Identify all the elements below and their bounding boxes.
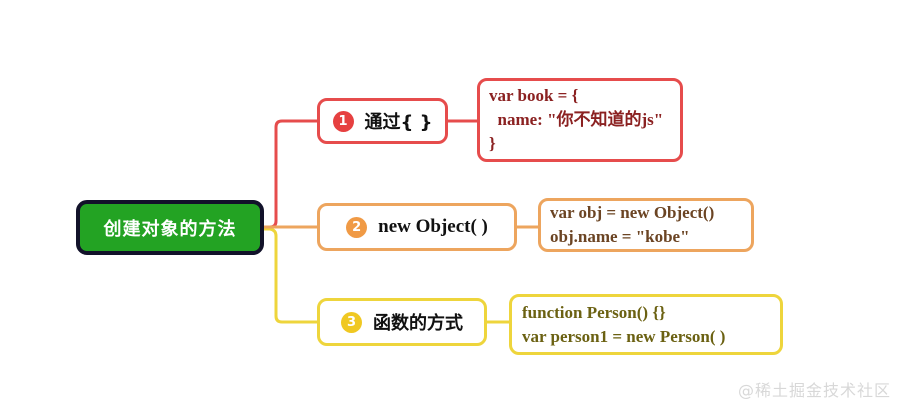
code-line: var obj = new Object() [550, 203, 715, 222]
branch3-label: 函数的方式 [373, 313, 463, 334]
branch2-label: new Object( ) [378, 216, 488, 237]
code-node-constructor-function[interactable]: function Person() {} var person1 = new P… [509, 294, 783, 355]
code-line: var person1 = new Person( ) [522, 326, 726, 346]
watermark: @稀土掘金技术社区 [737, 381, 891, 400]
branch-node-new-object[interactable]: 2 new Object( ) [317, 203, 517, 251]
branch1-connector-line [260, 119, 320, 229]
code-line: name: "你不知道的js" [489, 110, 664, 129]
branch3-number-badge-icon: 3 [341, 311, 362, 333]
branch-node-constructor-function[interactable]: 3 函数的方式 [317, 298, 487, 346]
code-line: var book = { [489, 86, 579, 105]
branch-node-object-literal[interactable]: 1 通过{ } [317, 98, 448, 144]
branch3-connector-line [260, 227, 320, 324]
branch2-number-badge-icon: 2 [346, 216, 368, 238]
code-line: } [489, 134, 496, 153]
root-node[interactable]: 创建对象的方法 [76, 200, 264, 255]
code-node-new-object[interactable]: var obj = new Object() obj.name = "kobe" [538, 198, 754, 252]
code-node-object-literal[interactable]: var book = { name: "你不知道的js" } [477, 78, 683, 162]
code-line: obj.name = "kobe" [550, 227, 690, 246]
code-line: function Person() {} [522, 302, 666, 322]
branch1-label: 通过{ } [364, 112, 433, 133]
root-node-label: 创建对象的方法 [103, 218, 237, 240]
branch1-number-badge-icon: 1 [332, 110, 354, 132]
